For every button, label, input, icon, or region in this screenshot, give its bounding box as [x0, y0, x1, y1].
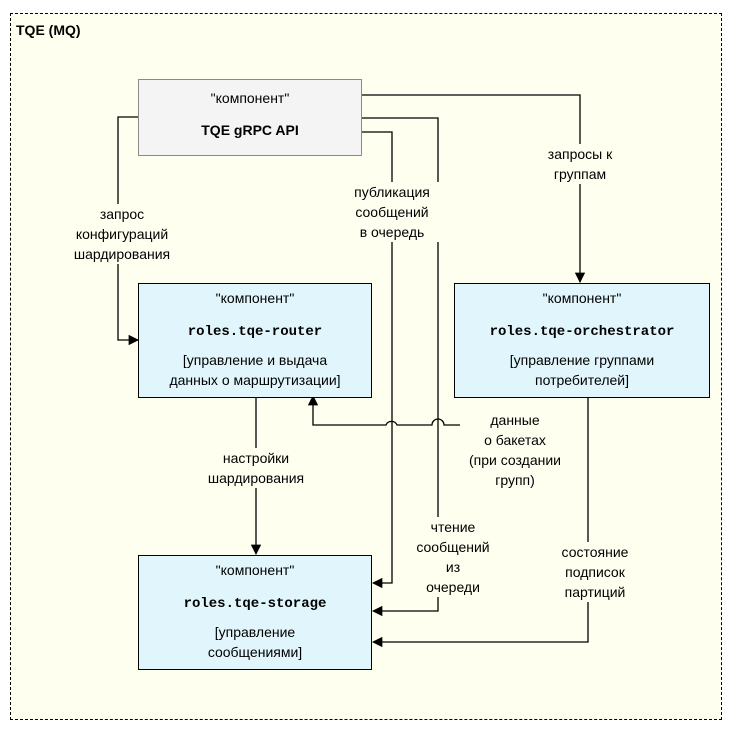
storage-desc-2: сообщениями] [207, 644, 303, 660]
router-stereotype: "компонент" [215, 290, 295, 306]
label-line: настройки [222, 450, 290, 466]
storage-desc-1: [управление [214, 624, 296, 640]
edge-orchestrator-router [307, 394, 470, 426]
label-api-storage-publish: публикация сообщений в очередь [332, 182, 452, 242]
label-line: партиций [564, 584, 626, 600]
label-line: шардирования [207, 470, 305, 486]
node-router: "компонент" roles.tqe-router [управление… [138, 283, 372, 398]
orchestrator-desc-1: [управление группами [509, 352, 655, 368]
node-grpc-api: "компонент" TQE gRPC API [138, 79, 362, 156]
label-line: группам [553, 166, 607, 182]
label-line: подписок [565, 564, 625, 580]
edge-orchestrator-storage [371, 398, 589, 648]
router-name: roles.tqe-router [187, 324, 323, 340]
edge-api-orchestrator [362, 94, 586, 284]
orchestrator-name: roles.tqe-orchestrator [489, 324, 675, 340]
label-router-storage: настройки шардирования [203, 448, 309, 488]
label-api-router: запрос конфигураций шардирования [62, 204, 182, 264]
label-line: очереди [426, 579, 480, 595]
label-orchestrator-router: данные о бакетах (при создании групп) [460, 410, 570, 490]
storage-stereotype: "компонент" [215, 562, 295, 578]
router-desc-2: данных о маршрутизации] [169, 372, 341, 388]
label-line: из [445, 559, 461, 575]
orchestrator-desc-2: потребителей] [535, 372, 629, 388]
label-api-orchestrator: запросы к группам [530, 144, 630, 184]
api-stereotype: "компонент" [210, 90, 290, 106]
api-name: TQE gRPC API [201, 122, 299, 138]
boundary-title: TQE (MQ) [16, 22, 81, 38]
label-line: шардирования [73, 246, 171, 262]
edge-api-storage-publish [362, 131, 393, 589]
label-line: данные [490, 412, 540, 428]
router-desc-1: [управление и выдача [182, 352, 328, 368]
label-line: публикация [354, 184, 430, 200]
label-line: состояние [561, 544, 629, 560]
label-line: сообщений [355, 204, 429, 220]
orchestrator-stereotype: "компонент" [542, 290, 622, 306]
label-line: (при создании [469, 452, 561, 468]
label-line: конфигураций [75, 226, 169, 242]
label-line: запросы к [547, 146, 613, 162]
label-line: в очередь [359, 224, 425, 240]
edge-api-storage-read [362, 117, 439, 617]
label-line: о бакетах [484, 432, 546, 448]
node-orchestrator: "компонент" roles.tqe-orchestrator [упра… [454, 283, 710, 398]
node-storage: "компонент" roles.tqe-storage [управлени… [138, 555, 372, 670]
storage-name: roles.tqe-storage [183, 596, 327, 612]
label-orchestrator-storage: состояние подписок партиций [545, 542, 645, 602]
label-line: групп) [495, 472, 535, 488]
label-line: сообщений [416, 539, 490, 555]
label-line: чтение [430, 519, 476, 535]
label-line: запрос [99, 206, 145, 222]
label-api-storage-read: чтение сообщений из очереди [403, 517, 503, 597]
